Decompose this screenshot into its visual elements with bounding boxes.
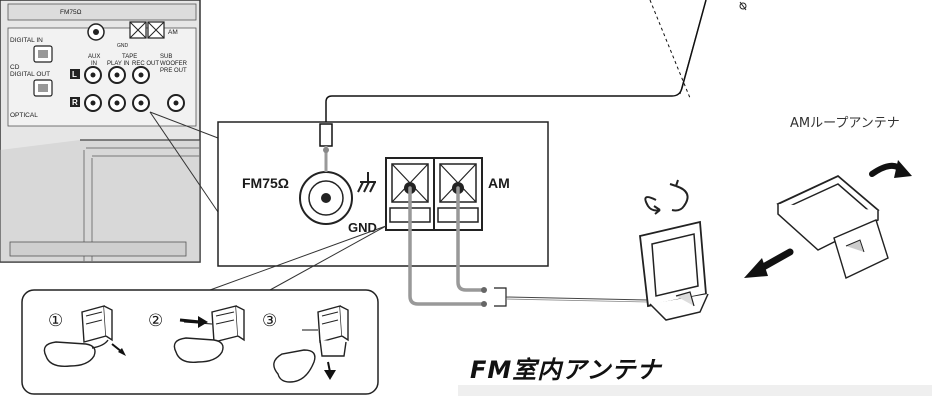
am-label: AM bbox=[488, 175, 510, 191]
channel-r-badge bbox=[70, 97, 80, 107]
ground-symbol-icon bbox=[357, 172, 376, 193]
ch-r-label: R bbox=[72, 98, 78, 107]
am-loop-antenna-assembly bbox=[776, 174, 889, 279]
step-3-number: ③ bbox=[262, 311, 277, 330]
cd-label: CD bbox=[10, 64, 20, 71]
terminal-zoom-box: FM75Ω GND AM bbox=[217, 121, 549, 267]
fm-coax-jack bbox=[299, 171, 353, 225]
am-terminals-small bbox=[129, 21, 165, 39]
aux-label: AUX bbox=[88, 54, 100, 60]
fm-coax-jack-small bbox=[87, 23, 105, 41]
optical-label: OPTICAL bbox=[10, 112, 38, 119]
pre-out-label: PRE OUT bbox=[160, 68, 187, 74]
rec-out-label: REC OUT bbox=[132, 61, 159, 67]
pull-out-arrow-icon bbox=[744, 248, 794, 278]
fm-antenna-hook-icon bbox=[739, 1, 747, 11]
woofer-label: WOOFER bbox=[160, 61, 188, 67]
fm-antenna-wire bbox=[325, 0, 707, 122]
am-terminal-block bbox=[385, 157, 483, 231]
step-2-number: ② bbox=[148, 311, 163, 330]
am-antenna-wires bbox=[408, 186, 486, 306]
channel-l-badge bbox=[70, 69, 80, 79]
play-in-label: PLAY IN bbox=[107, 61, 129, 67]
step-1-illustration bbox=[43, 305, 126, 367]
tape-label: TAPE bbox=[122, 54, 137, 60]
fm-indoor-antenna-title: FM室内アンテナ bbox=[470, 356, 662, 384]
digital-out-optical-jack bbox=[33, 79, 53, 97]
am-loop-antenna-label: AMループアンテナ bbox=[790, 116, 900, 131]
steps-callout-lines bbox=[209, 225, 387, 291]
faded-text-band bbox=[458, 385, 932, 396]
zoom-callout-lines bbox=[149, 111, 219, 213]
receiver-rear-panel: DIGITAL IN CD DIGITAL OUT OPTICAL FM75Ω … bbox=[0, 0, 201, 263]
fm-connector-plug bbox=[319, 123, 333, 172]
fm75-small-label: FM75Ω bbox=[60, 9, 82, 16]
gnd-small-label: GND bbox=[117, 43, 129, 49]
gnd-label: GND bbox=[348, 220, 377, 235]
digital-in-optical-jack bbox=[33, 45, 53, 63]
ch-l-label: L bbox=[72, 70, 77, 79]
am-wire-connector bbox=[481, 287, 649, 307]
step-2-illustration bbox=[173, 305, 245, 363]
digital-out-label: DIGITAL OUT bbox=[10, 71, 50, 78]
step-3-illustration bbox=[273, 305, 349, 383]
rotate-arrows-icon bbox=[644, 179, 689, 215]
fm75-label: FM75Ω bbox=[242, 175, 289, 191]
am-small-label: AM bbox=[168, 29, 178, 36]
sub-label: SUB bbox=[160, 54, 172, 60]
step-1-number: ① bbox=[48, 311, 63, 330]
aux-in-label: IN bbox=[91, 61, 97, 67]
steps-panel: ① ② ③ bbox=[21, 289, 379, 395]
rotate-over-arrow-icon bbox=[869, 160, 912, 178]
digital-in-label: DIGITAL IN bbox=[10, 37, 43, 44]
am-loop-antenna-standing bbox=[639, 220, 709, 321]
rca-jacks bbox=[84, 66, 185, 112]
